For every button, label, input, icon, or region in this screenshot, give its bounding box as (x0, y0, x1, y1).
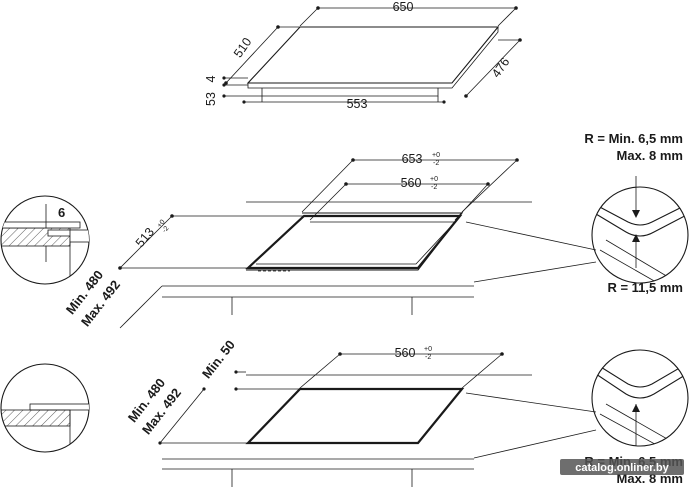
detail-recess-circle: 6 (0, 195, 90, 285)
flush-install-view: 653 +0 -2 560 +0 -2 513 +0 -2 Min. 480 M… (63, 152, 597, 329)
watermark-badge: catalog.onliner.by (560, 459, 684, 475)
detail-radius-circle-flush: R = Min. 6,5 mm Max. 8 mm R = 11,5 mm (584, 131, 689, 295)
dim-653: 653 (402, 152, 423, 166)
dim-513-tol-bottom: -2 (161, 225, 170, 234)
dim-653-tol-top: +0 (432, 152, 440, 159)
watermark-text: catalog.onliner.by (575, 462, 669, 474)
dim-476: 476 (489, 55, 512, 80)
dim-6: 6 (58, 205, 65, 220)
dim-560-flush: 560 (401, 176, 422, 190)
standard-install-view: 560 +0 -2 Min. 50 Min. 480 Max. 492 (125, 337, 597, 487)
detail-standard-circle (0, 363, 90, 453)
dim-560-tol-bottom: -2 (431, 184, 437, 191)
dim-560-std-tol-top: +0 (424, 346, 432, 353)
dim-513-tol-top: +0 (156, 219, 167, 230)
dim-553: 553 (347, 97, 368, 111)
dim-560-std-tol-bottom: -2 (425, 354, 431, 361)
dim-513: 513 (133, 225, 157, 250)
radius-max-8-flush: Max. 8 mm (617, 148, 683, 163)
dim-560-standard: 560 (395, 346, 416, 360)
dim-560-tol-top: +0 (430, 176, 438, 183)
hob-top-view: 650 510 4 53 553 476 (204, 0, 522, 111)
dim-4: 4 (204, 75, 218, 82)
dim-653-tol-bottom: -2 (433, 160, 439, 167)
radius-11-5: R = 11,5 mm (607, 280, 683, 295)
radius-min-6-5-flush: R = Min. 6,5 mm (584, 131, 683, 146)
min-50: Min. 50 (199, 337, 238, 381)
dim-53: 53 (204, 92, 218, 106)
dim-650: 650 (393, 0, 414, 14)
